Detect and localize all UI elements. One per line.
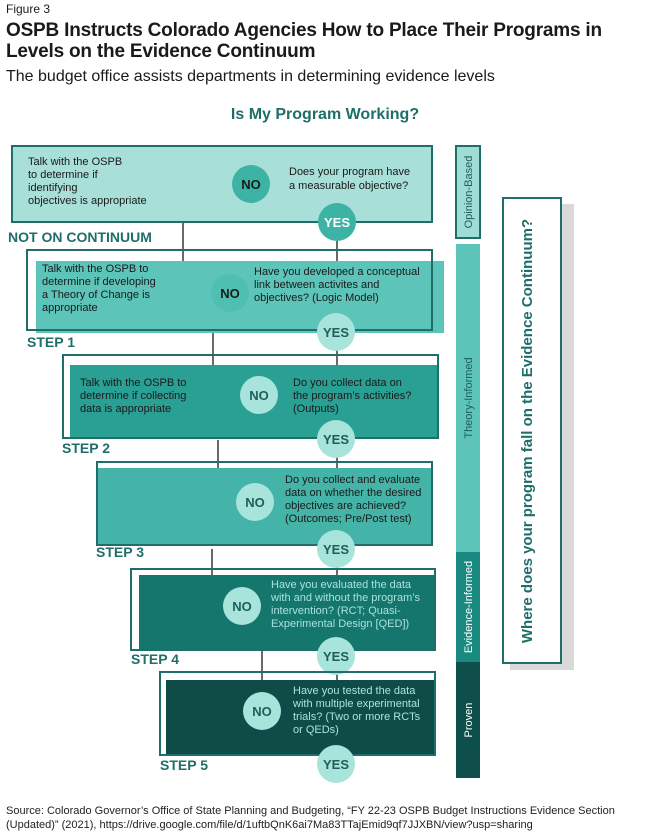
step-question-text: a measurable objective? [289,180,408,192]
figure-subtitle: The budget office assists departments in… [6,68,495,85]
step-question-text: Have you tested the data [293,685,416,697]
yes-circle [317,313,355,351]
yes-circle [317,530,355,568]
step-question-text: with multiple experimental [292,698,420,710]
no-label: NO [252,704,272,719]
step-question-text: (Outcomes; Pre/Post test) [285,513,412,525]
figure-label: Figure 3 [6,2,51,16]
step-outline [26,249,433,331]
step-left-text: data is appropriate [80,403,171,415]
evidence-level-label: Opinion-Based [463,156,475,229]
step-question-text: Does your program have [289,166,410,178]
no-circle [243,692,281,730]
step-label: NOT ON CONTINUUM [8,229,152,245]
side-question-text: Where does your program fall on the Evid… [519,219,536,643]
evidence-level-segment [456,244,480,552]
step-box [139,575,435,650]
step-label: STEP 4 [131,651,179,667]
source-note: Source: Colorado Governor’s Office of St… [6,805,615,831]
step-outline [96,461,433,546]
step-outline [159,671,436,756]
no-label: NO [241,177,261,192]
step-left-text: to determine if [28,169,99,181]
no-circle [236,483,274,521]
step-left-text: determine if developing [42,276,156,288]
step-outline [62,354,439,439]
step-box [12,146,432,222]
step-question-text: objectives are achieved? [285,500,406,512]
evidence-level-label: Evidence-Informed [463,561,475,653]
evidence-level-segment [456,146,480,238]
evidence-level-outline [455,145,481,239]
no-circle [223,587,261,625]
figure-title: OSPB Instructs Colorado Agencies How to … [6,20,602,62]
yes-label: YES [323,432,349,447]
step-question-text: Have you developed a conceptual [254,266,420,278]
no-circle [240,376,278,414]
step-left-text: identifying [28,182,78,194]
step-question-text: trials? (Two or more RCTs [293,711,421,723]
step-question-text: link between activites and [254,279,379,291]
step-question-text: Experimental Design [QED]) [271,618,409,630]
step-label: STEP 5 [160,757,208,773]
no-label: NO [232,599,252,614]
side-panel [502,197,562,664]
yes-label: YES [323,542,349,557]
step-question-text: with and without the program’s [270,592,420,604]
yes-label: YES [323,325,349,340]
yes-circle [318,203,356,241]
step-left-text: objectives is appropriate [28,195,147,207]
step-left-text: determine if collecting [80,390,186,402]
no-label: NO [245,495,265,510]
step-label: STEP 1 [27,334,75,350]
yes-label: YES [323,649,349,664]
step-question-text: Do you collect and evaluate [285,474,420,486]
evidence-level-segment [456,552,480,662]
no-label: NO [220,286,240,301]
step-outline [130,568,436,651]
step-label: STEP 3 [96,544,144,560]
step-question-text: or QEDs) [293,724,339,736]
step-question-text: Have you evaluated the data [271,579,412,591]
step-question-text: objectives? (Logic Model) [254,292,379,304]
evidence-level-label: Proven [463,703,475,738]
yes-circle [317,637,355,675]
yes-label: YES [323,757,349,772]
step-question-text: (Outputs) [293,403,339,415]
no-circle [211,274,249,312]
step-question-text: the program’s activities? [293,390,411,402]
step-left-text: Talk with the OSPB to [80,377,186,389]
step-left-text: Talk with the OSPB to [42,263,148,275]
step-left-text: appropriate [42,302,98,314]
yes-circle [317,420,355,458]
step-question-text: data on whether the desired [285,487,421,499]
step-outline [11,145,433,223]
step-question-text: Do you collect data on [293,377,402,389]
yes-circle [317,745,355,783]
evidence-level-label: Theory-Informed [463,357,475,438]
step-left-text: a Theory of Change is [42,289,151,301]
step-question-text: intervention? (RCT; Quasi- [271,605,401,617]
step-left-text: Talk with the OSPB [28,156,122,168]
no-label: NO [249,388,269,403]
evidence-level-segment [456,662,480,778]
step-label: STEP 2 [62,440,110,456]
yes-label: YES [324,215,350,230]
step-box [166,680,435,755]
no-circle [232,165,270,203]
diagram-question-title: Is My Program Working? [230,106,420,123]
